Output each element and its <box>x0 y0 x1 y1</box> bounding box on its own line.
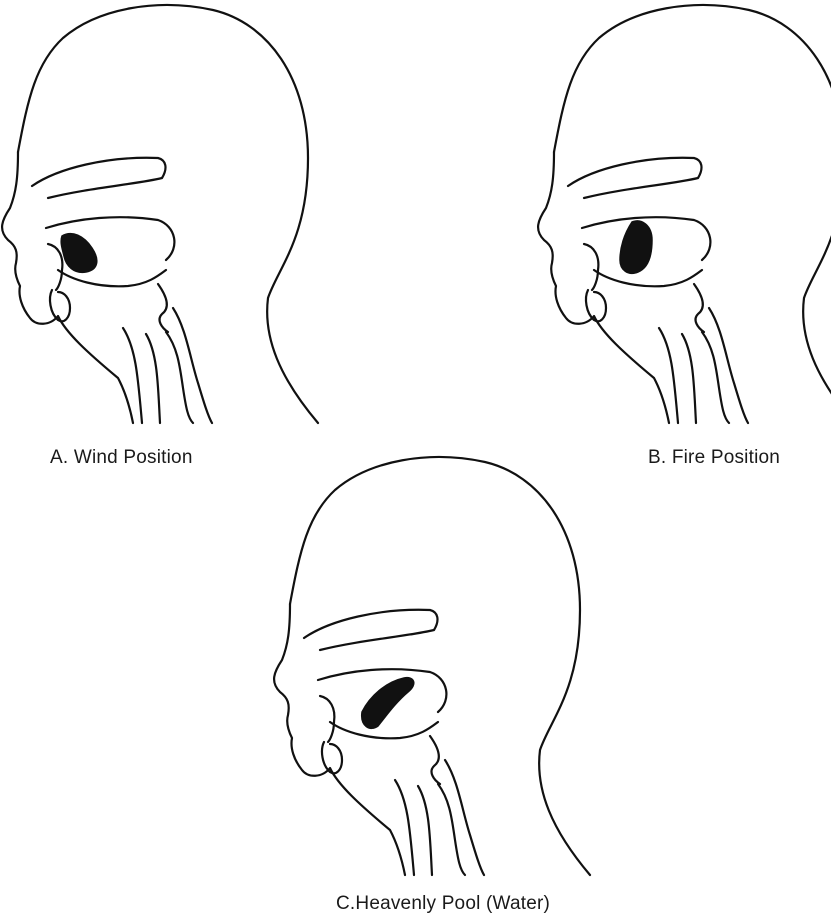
caption-fire-position: B. Fire Position <box>648 447 780 469</box>
tongue-marker-b <box>620 221 652 273</box>
head-diagram-c <box>274 457 590 875</box>
head-diagram-b <box>538 5 831 423</box>
caption-heavenly-pool: C.Heavenly Pool (Water) <box>336 893 550 915</box>
tongue-marker-c <box>362 678 414 729</box>
tongue-marker-a <box>61 234 97 273</box>
caption-wind-position: A. Wind Position <box>50 447 193 469</box>
head-diagram-a <box>2 5 318 423</box>
